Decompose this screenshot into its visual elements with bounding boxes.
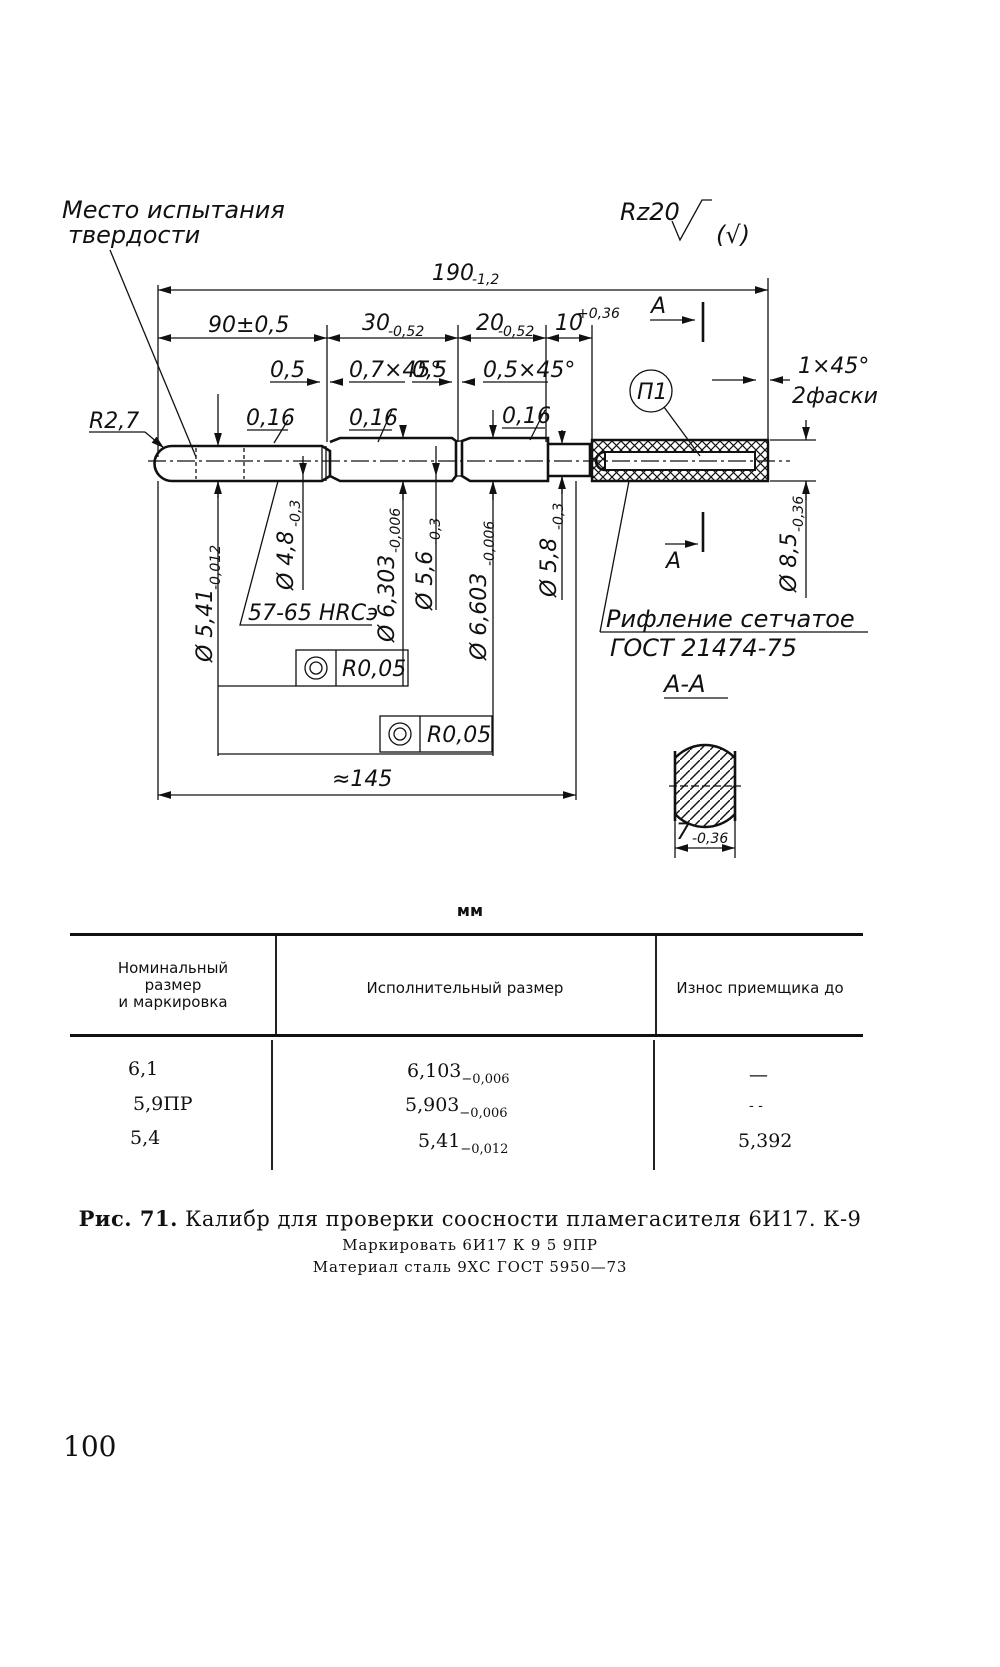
part-marker-p1: П1: [629, 369, 701, 457]
svg-text:20: 20: [476, 311, 504, 336]
svg-text:-0,3: -0,3: [288, 500, 304, 527]
svg-text:-0,006: -0,006: [388, 508, 404, 553]
header-size: Исполнительный размер: [366, 979, 564, 997]
svg-text:0,7×45°: 0,7×45°: [349, 358, 441, 383]
row3-wear: 5,392: [738, 1130, 793, 1152]
svg-text:A: A: [664, 549, 681, 574]
svg-text:7: 7: [676, 820, 690, 845]
dim-chain-lengths: 90±0,5 30 -0,52 20 -0,52 10 +0,36: [158, 306, 620, 442]
svg-text:-1,2: -1,2: [472, 272, 499, 288]
svg-text:Ø 5,41: Ø 5,41: [193, 589, 218, 663]
svg-text:-0,36: -0,36: [692, 831, 728, 847]
svg-text:190: 190: [432, 261, 474, 286]
svg-text:-0,52: -0,52: [388, 324, 424, 340]
row2-nominal: 5,9ПР: [133, 1093, 193, 1115]
svg-text:Ø 4,8: Ø 4,8: [274, 531, 299, 591]
row2-size: 5,903−0,006: [405, 1094, 508, 1121]
figure-title: Калибр для проверки соосности пламегасит…: [185, 1207, 862, 1231]
section-view-aa: А-А 7 -0,36: [662, 670, 741, 858]
runout-tolerance-2: R0,05: [218, 715, 493, 755]
dim-approx-length: ≈145: [157, 481, 577, 800]
svg-text:0,5: 0,5: [412, 358, 447, 383]
knurl-note: Рифление сетчатое ГОСТ 21474-75: [599, 480, 868, 662]
dim-radius: R2,7: [89, 409, 165, 449]
page-number: 100: [63, 1430, 117, 1463]
svg-text:Ø 8,5: Ø 8,5: [777, 533, 802, 593]
svg-text:0,5×45°: 0,5×45°: [483, 358, 575, 383]
svg-text:-0,006: -0,006: [482, 521, 498, 566]
svg-text:≈145: ≈145: [332, 767, 392, 792]
svg-text:Ø 6,303: Ø 6,303: [375, 555, 400, 643]
gauge-part: [148, 436, 790, 483]
table-top-rule: [70, 933, 863, 936]
svg-text:0,16: 0,16: [502, 404, 551, 429]
dim-overall-length: 190 -1,2: [157, 261, 769, 457]
svg-text:(√): (√): [716, 221, 750, 249]
hardness-note-line2: твердости: [68, 221, 200, 249]
figure-label: Рис. 71.: [78, 1206, 178, 1231]
svg-text:А-А: А-А: [662, 670, 706, 698]
svg-text:-0,3: -0,3: [551, 503, 567, 530]
header-wear: Износ приемщика до: [676, 979, 844, 997]
svg-text:1×45°: 1×45°: [798, 354, 869, 379]
svg-text:П1: П1: [637, 380, 668, 405]
row1-nominal: 6,1: [128, 1058, 159, 1080]
svg-text:10: 10: [555, 311, 583, 336]
table-col-sep-2: [655, 936, 657, 1034]
technical-drawing: Место испытания твердости Rz20 (√) 190 -…: [62, 196, 878, 858]
section-cut-markers: A A: [649, 294, 705, 574]
runout-tolerance-1: R0,05: [218, 649, 409, 687]
caption-marking: Маркировать 6И17 К 9 5 9ПР: [342, 1236, 598, 1254]
caption-material: Материал сталь 9ХС ГОСТ 5950—73: [312, 1258, 628, 1276]
table-col-sep-4: [653, 1040, 655, 1170]
svg-text:R2,7: R2,7: [89, 409, 139, 434]
svg-text:0,5: 0,5: [270, 358, 305, 383]
table-col-sep-1: [275, 936, 277, 1034]
svg-text:Ø 5,8: Ø 5,8: [537, 538, 562, 598]
row1-size: 6,103−0,006: [407, 1060, 510, 1087]
roughness-marks: 0,16 0,16 0,16: [246, 404, 551, 444]
table-col-sep-3: [271, 1040, 273, 1170]
svg-text:R0,05: R0,05: [342, 657, 406, 682]
roughness-symbol: Rz20 (√): [620, 198, 750, 249]
dim-grooves-chamfers: 0,5 0,7×45° 0,5 0,5×45° 1×45° 2фаски: [270, 354, 878, 409]
svg-text:2фаски: 2фаски: [792, 384, 878, 409]
svg-text:Ø 6,603: Ø 6,603: [467, 573, 492, 661]
svg-text:R0,05: R0,05: [427, 723, 491, 748]
row3-size: 5,41−0,012: [418, 1130, 509, 1157]
diameter-dims: Ø 5,41 -0,012 Ø 4,8 -0,3 57-65 HRCэ Ø 6,…: [193, 394, 816, 756]
svg-text:A: A: [649, 294, 666, 319]
row2-wear: - -: [749, 1098, 763, 1114]
header-nominal: Номинальный размер и маркировка: [117, 959, 229, 1011]
svg-text:Rz20: Rz20: [620, 198, 680, 226]
row3-nominal: 5,4: [130, 1127, 161, 1149]
svg-text:+0,36: +0,36: [577, 306, 620, 322]
svg-text:0,16: 0,16: [349, 406, 398, 431]
svg-text:Ø 5,6: Ø 5,6: [413, 551, 438, 611]
svg-text:-0,52: -0,52: [498, 324, 534, 340]
svg-text:Рифление сетчатое: Рифление сетчатое: [606, 605, 855, 633]
row1-wear: —: [749, 1064, 768, 1086]
svg-text:-0,36: -0,36: [791, 496, 807, 532]
hardness-leader: [109, 249, 197, 458]
table-header-rule: [70, 1034, 863, 1037]
hardness-note-line1: Место испытания: [62, 196, 285, 224]
svg-text:0,16: 0,16: [246, 406, 295, 431]
units-label: мм: [456, 901, 484, 920]
svg-text:90±0,5: 90±0,5: [208, 313, 289, 338]
svg-text:30: 30: [362, 311, 390, 336]
svg-text:57-65 HRCэ: 57-65 HRCэ: [248, 601, 378, 626]
svg-text:-0,012: -0,012: [208, 545, 224, 590]
svg-text:-0,3: -0,3: [428, 518, 444, 545]
svg-text:ГОСТ 21474-75: ГОСТ 21474-75: [610, 634, 797, 662]
figure-caption: Рис. 71. Калибр для проверки соосности п…: [0, 1206, 940, 1231]
